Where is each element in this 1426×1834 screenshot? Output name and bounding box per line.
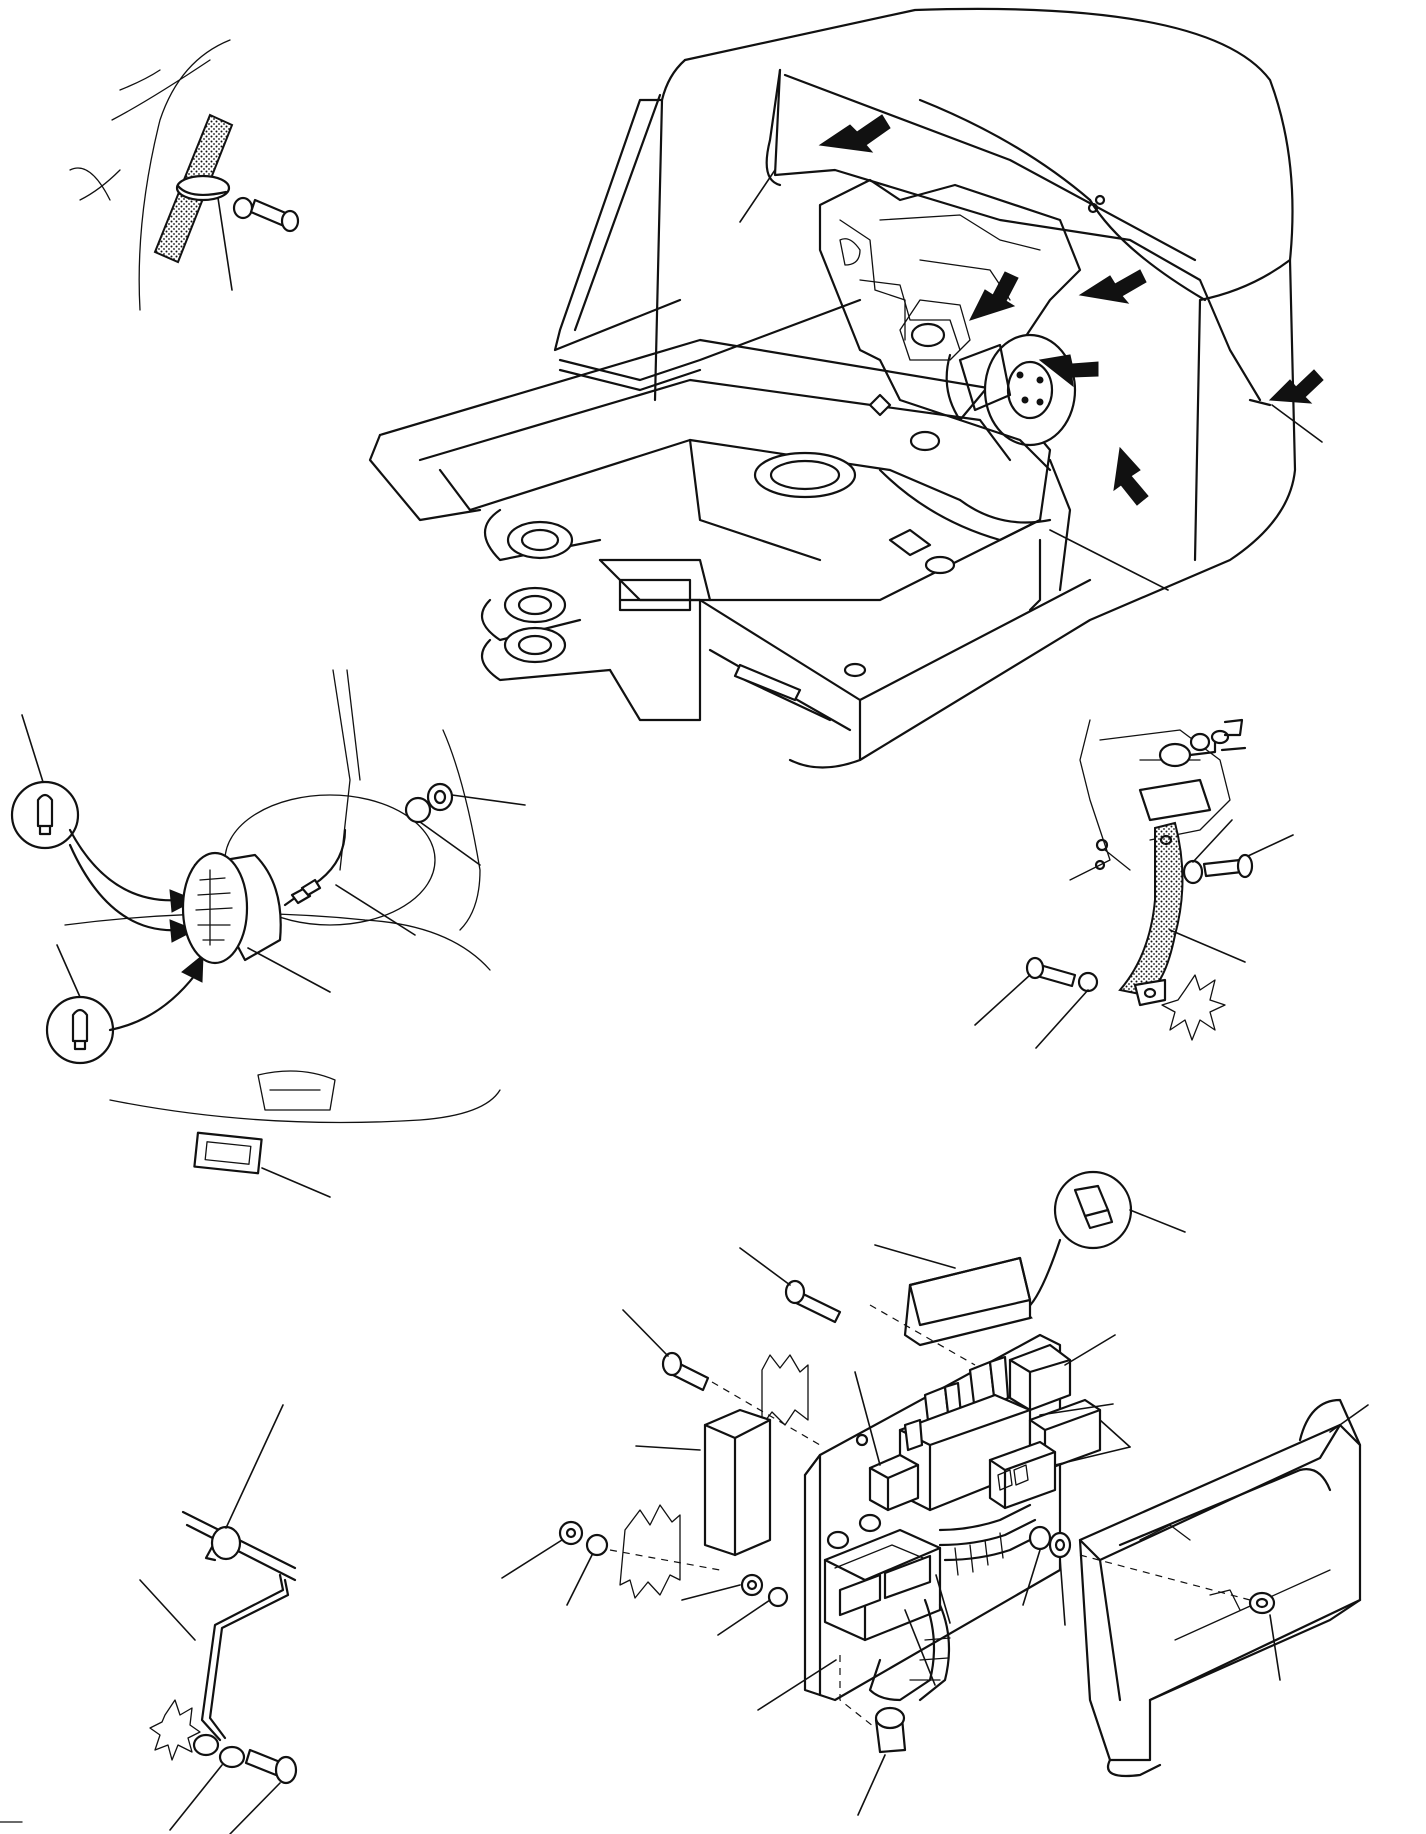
callout-arrow-icon bbox=[818, 114, 1324, 506]
ground-strap-icon bbox=[1118, 821, 1184, 997]
warning-lamp-detail bbox=[10, 669, 526, 1198]
washer-icon bbox=[192, 1733, 220, 1757]
washer-icon bbox=[767, 1586, 789, 1608]
ground-symbol-icon bbox=[619, 1504, 681, 1599]
bolt-icon bbox=[244, 1748, 282, 1777]
nut-icon bbox=[1248, 1591, 1276, 1615]
nut-icon bbox=[558, 1520, 584, 1546]
ground-symbol-icon bbox=[149, 1699, 201, 1761]
fuse-block-icon bbox=[823, 1528, 942, 1642]
nut-icon bbox=[1048, 1531, 1072, 1559]
ground-strap-detail bbox=[974, 718, 1294, 1049]
lamp-lens-icon bbox=[181, 851, 249, 965]
washer-icon bbox=[1028, 1525, 1052, 1551]
washer-icon bbox=[1182, 859, 1204, 885]
rod-bracket-detail bbox=[139, 1404, 298, 1834]
nut-icon bbox=[426, 782, 454, 812]
washer-icon bbox=[218, 1745, 246, 1769]
clamp-band-icon bbox=[175, 174, 231, 202]
washer-icon bbox=[232, 196, 254, 220]
washer-icon bbox=[404, 796, 432, 824]
washer-icon bbox=[1077, 971, 1099, 993]
flasher-relay-icon bbox=[703, 1408, 772, 1557]
upper-frame-assembly bbox=[368, 7, 1324, 769]
decal-icon bbox=[193, 1131, 263, 1175]
bolt-icon bbox=[1202, 858, 1244, 878]
relay-icon bbox=[868, 1453, 920, 1512]
washer-icon bbox=[585, 1533, 609, 1557]
clamp-icon bbox=[210, 1525, 242, 1561]
hose-clamp-detail bbox=[69, 39, 300, 311]
relay-box-assembly bbox=[501, 1170, 1369, 1816]
ground-symbol-icon bbox=[1161, 974, 1226, 1041]
relay-icon bbox=[1008, 1343, 1072, 1412]
nut-icon bbox=[740, 1573, 764, 1597]
